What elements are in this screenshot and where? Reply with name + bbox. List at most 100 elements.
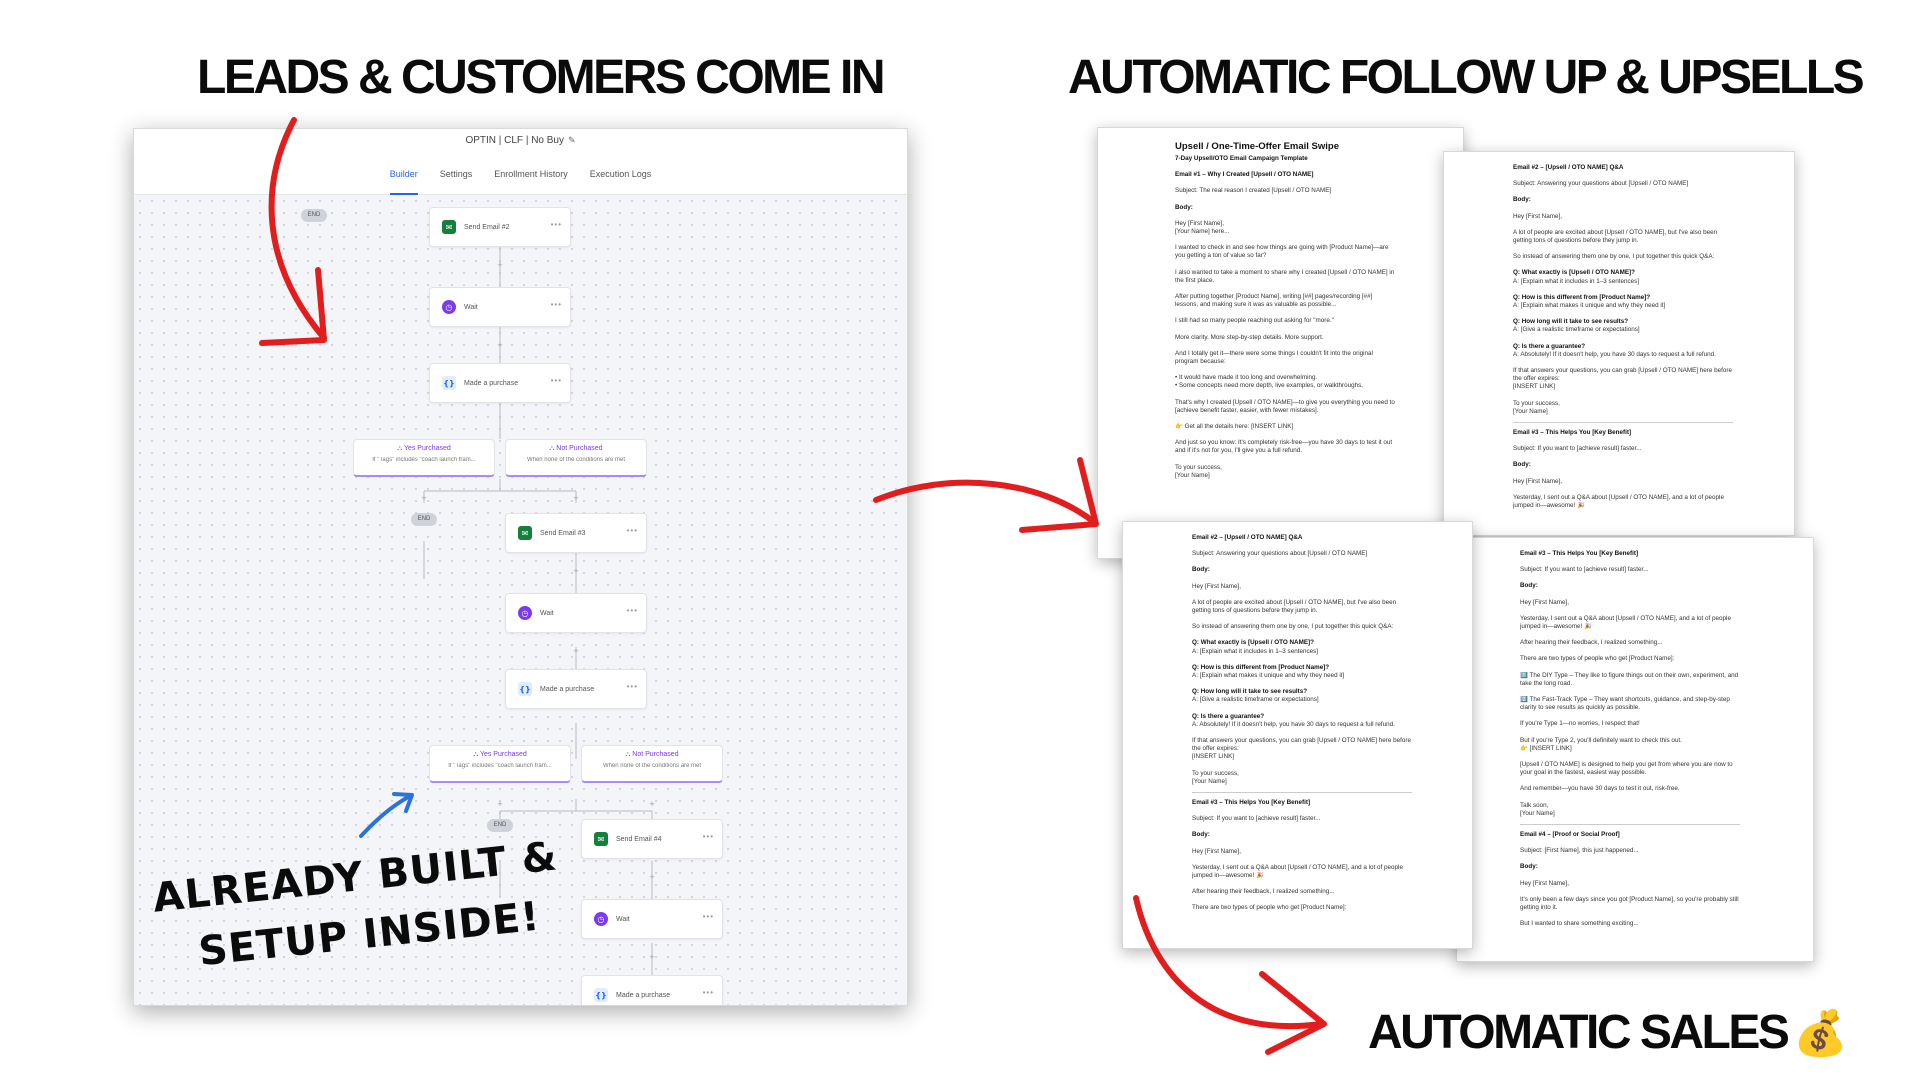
node-label: Wait [464, 303, 478, 311]
add-step-icon[interactable]: + [573, 646, 579, 656]
branch-yes-purchased[interactable]: ⛬ Yes Purchased If "Tags" includes "coac… [353, 439, 495, 477]
spacer [1175, 431, 1463, 439]
node-made-purchase[interactable]: {} Made a purchase ••• [429, 363, 571, 403]
spacer [1513, 172, 1794, 180]
spacer [1192, 880, 1472, 888]
branch-yes-purchased-2[interactable]: ⛬ Yes Purchased If "Tags" includes "coac… [429, 745, 571, 783]
node-wait-2[interactable]: ◷ Wait ••• [505, 593, 647, 633]
spacer [1192, 591, 1472, 599]
branch-title: ⛬ Yes Purchased [473, 751, 527, 758]
pencil-icon[interactable]: ✎ [568, 135, 576, 145]
doc-line: If that answers your questions, you can … [1513, 367, 1732, 375]
branch-not-purchased-2[interactable]: ⛬ Not Purchased When none of the conditi… [581, 745, 723, 783]
doc-line: [Your Name] [1192, 777, 1227, 785]
more-options-icon[interactable]: ••• [702, 988, 714, 997]
spacer [1192, 705, 1472, 713]
builder-tabs: Builder Settings Enrollment History Exec… [134, 166, 907, 195]
doc-line: [Your Name] here... [1175, 228, 1230, 236]
branch-condition: When none of the conditions are met [526, 457, 626, 463]
doc-line: It's only been a few days since you got … [1520, 895, 1739, 903]
spacer [1192, 542, 1472, 550]
spacer [1513, 335, 1794, 343]
spacer [1175, 391, 1463, 399]
spacer [1520, 912, 1813, 920]
doc-line: There are two types of people who get [P… [1192, 904, 1347, 912]
doc-line: Yesterday, I sent out a Q&A about [Upsel… [1513, 493, 1724, 501]
node-label: Made a purchase [616, 991, 671, 999]
spacer [1513, 221, 1794, 229]
add-step-icon[interactable]: + [649, 872, 655, 882]
doc-line: A: [Give a realistic timeframe or expect… [1192, 696, 1319, 704]
node-send-email-2[interactable]: ✉ Send Email #2 ••• [429, 207, 571, 247]
branch-not-purchased[interactable]: ⛬ Not Purchased When none of the conditi… [505, 439, 647, 477]
add-step-icon[interactable]: + [573, 493, 579, 503]
doc-line: Q: Is there a guarantee? [1513, 342, 1586, 350]
doc-line: But I wanted to share something exciting… [1520, 920, 1639, 928]
node-wait[interactable]: ◷ Wait ••• [429, 287, 571, 327]
node-label: Made a purchase [464, 379, 519, 387]
more-options-icon[interactable]: ••• [626, 526, 638, 535]
condition-icon: {} [518, 682, 532, 696]
tab-enrollment-history[interactable]: Enrollment History [494, 169, 568, 179]
doc-line: Yesterday, I sent out a Q&A about [Upsel… [1192, 863, 1403, 871]
doc-line: Email #3 – This Helps You [Key Benefit] [1520, 550, 1639, 557]
doc-line: Email #2 – [Upsell / OTO NAME] Q&A [1513, 164, 1624, 171]
doc-line: the offer expires: [1513, 375, 1560, 383]
more-options-icon[interactable]: ••• [702, 832, 714, 841]
doc-line: And I totally get it—there were some thi… [1175, 349, 1373, 357]
tab-settings[interactable]: Settings [439, 169, 473, 179]
add-step-icon[interactable]: + [497, 799, 503, 809]
spacer [1520, 872, 1813, 880]
spacer [1192, 615, 1472, 623]
doc-line: After hearing their feedback, I realized… [1192, 888, 1335, 896]
doc-line: [achieve benefit faster, easier, with fe… [1175, 406, 1319, 414]
doc-line: After putting together [Product Name], w… [1175, 293, 1373, 301]
doc-line: Email #3 – This Helps You [Key Benefit] [1513, 429, 1632, 437]
arrow-red-to-docs [873, 479, 1097, 525]
spacer [1192, 558, 1472, 566]
more-options-icon[interactable]: ••• [550, 300, 562, 309]
doc-line: A lot of people are excited about [Upsel… [1513, 228, 1718, 236]
doc-line: And just so you know: It's completely ri… [1175, 439, 1393, 447]
end-marker: END [411, 513, 437, 526]
tab-builder[interactable]: Builder [389, 166, 418, 195]
node-send-email-3[interactable]: ✉ Send Email #3 ••• [505, 513, 647, 553]
workflow-title-text: OPTIN | CLF | No Buy [465, 135, 564, 146]
add-step-icon[interactable]: + [497, 340, 503, 350]
more-options-icon[interactable]: ••• [702, 912, 714, 921]
add-step-icon[interactable]: + [497, 260, 503, 270]
doc-line: take the long road. [1520, 679, 1573, 687]
more-options-icon[interactable]: ••• [550, 220, 562, 229]
spacer [1513, 310, 1794, 318]
doc-line: Q: What exactly is [Upsell / OTO NAME]? [1192, 639, 1314, 647]
node-label: Send Email #4 [616, 835, 662, 843]
heading-sales: AUTOMATIC SALES💰 [1368, 1005, 1848, 1060]
node-made-purchase-2[interactable]: {} Made a purchase ••• [505, 669, 647, 709]
branch-condition: If "Tags" includes "coach launch fram... [372, 457, 476, 463]
doc-line: you getting a ton of value so far? [1175, 252, 1267, 260]
node-label: Send Email #3 [540, 529, 586, 537]
heading-leads: LEADS & CUSTOMERS COME IN [197, 51, 886, 104]
node-made-purchase-3[interactable]: {} Made a purchase ••• [581, 975, 723, 1005]
doc-line: Body: [1175, 203, 1193, 211]
spacer [1175, 163, 1463, 171]
spacer [1520, 591, 1813, 599]
more-options-icon[interactable]: ••• [626, 606, 638, 615]
node-send-email-4[interactable]: ✉ Send Email #4 ••• [581, 819, 723, 859]
node-wait-3[interactable]: ◷ Wait ••• [581, 899, 723, 939]
doc-line: Body: [1513, 196, 1531, 204]
spacer [1520, 729, 1813, 737]
spacer [1520, 631, 1813, 639]
doc-line: Q: Is there a guarantee? [1192, 712, 1265, 720]
doc-line: Q: What exactly is [Upsell / OTO NAME]? [1513, 269, 1635, 277]
tab-execution-logs[interactable]: Execution Logs [589, 169, 652, 179]
add-step-icon[interactable]: + [649, 952, 655, 962]
add-step-icon[interactable]: + [649, 799, 655, 809]
add-step-icon[interactable]: + [421, 493, 427, 503]
more-options-icon[interactable]: ••• [550, 376, 562, 385]
workflow-title[interactable]: OPTIN | CLF | No Buy ✎ [134, 135, 907, 146]
more-options-icon[interactable]: ••• [626, 682, 638, 691]
doc-line: program because: [1175, 358, 1226, 366]
add-step-icon[interactable]: + [573, 566, 579, 576]
email-icon: ✉ [594, 832, 608, 846]
